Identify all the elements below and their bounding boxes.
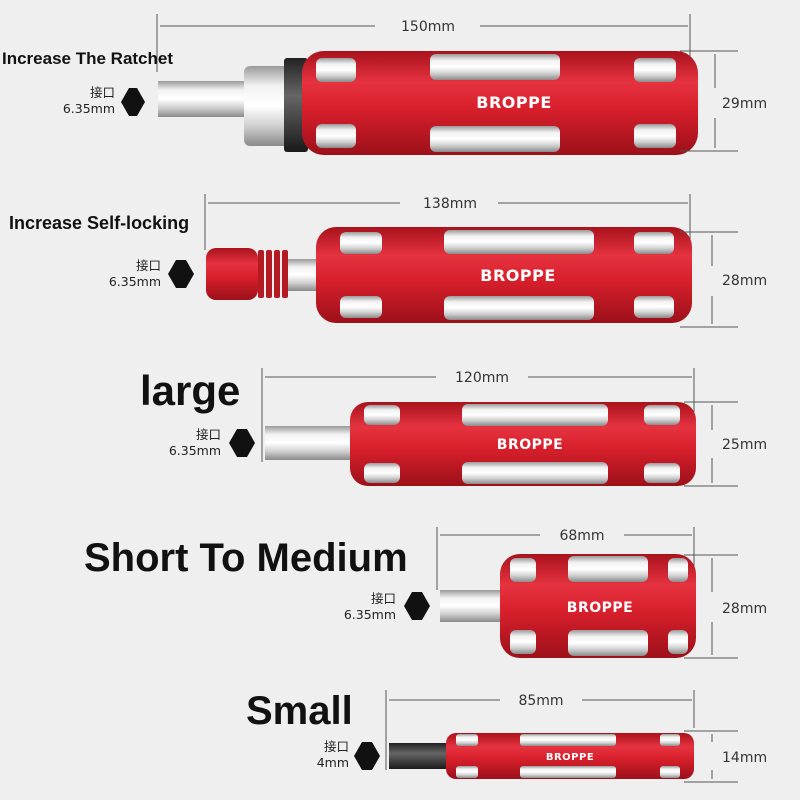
- tool-ratchet: 150mm Increase The Ratchet BROPPE 接口 6.3…: [2, 14, 767, 155]
- diameter-label: 14mm: [722, 750, 767, 766]
- hexagon-icon: [404, 592, 430, 620]
- diameter-dimension: [680, 231, 738, 328]
- interface-size: 4mm: [317, 755, 349, 770]
- length-dimension: [385, 690, 695, 770]
- interface-label: 接口: [90, 85, 115, 100]
- diameter-label: 28mm: [722, 273, 767, 289]
- diameter-label: 29mm: [722, 96, 767, 112]
- ratchet-collar: [244, 66, 290, 146]
- brand-logo: BROPPE: [567, 600, 633, 616]
- bit-shaft: [389, 743, 451, 769]
- brand-logo: BROPPE: [546, 752, 594, 763]
- interface-size: 6.35mm: [169, 443, 221, 458]
- length-dimension: [261, 368, 695, 462]
- tool-heading: Increase Self-locking: [9, 213, 189, 233]
- tool-heading: Increase The Ratchet: [2, 49, 173, 68]
- length-label: 120mm: [455, 370, 509, 386]
- handle: [302, 51, 698, 155]
- length-label: 150mm: [401, 19, 455, 35]
- diameter-dimension: [680, 50, 738, 152]
- interface-size: 6.35mm: [63, 101, 115, 116]
- locking-sleeve: [206, 248, 258, 300]
- bit-shaft: [288, 259, 320, 291]
- grip-rings: [258, 250, 288, 298]
- tool-heading: Short To Medium: [84, 536, 408, 580]
- interface-label: 接口: [324, 739, 349, 754]
- tool-self-locking: 138mm Increase Self-locking BROPPE 接口 6.…: [9, 194, 767, 328]
- hexagon-icon: [121, 88, 145, 116]
- interface-size: 6.35mm: [109, 274, 161, 289]
- tool-small: 85mm Small BROPPE 接口 4mm 14mm: [246, 689, 767, 783]
- interface-size: 6.35mm: [344, 607, 396, 622]
- handle: [500, 554, 696, 658]
- bit-shaft: [440, 590, 506, 622]
- length-label: 138mm: [423, 196, 477, 212]
- brand-logo: BROPPE: [480, 266, 556, 285]
- hexagon-icon: [229, 429, 255, 457]
- interface-label: 接口: [196, 427, 221, 442]
- diameter-label: 25mm: [722, 437, 767, 453]
- diameter-dimension: [684, 730, 738, 783]
- length-label: 85mm: [518, 693, 563, 709]
- hexagon-icon: [168, 260, 194, 288]
- diameter-dimension: [684, 401, 738, 487]
- diameter-label: 28mm: [722, 601, 767, 617]
- bit-shaft: [158, 81, 250, 117]
- interface-label: 接口: [371, 591, 396, 606]
- brand-logo: BROPPE: [476, 93, 552, 112]
- bit-shaft: [265, 426, 355, 460]
- diameter-dimension: [684, 554, 738, 659]
- interface-label: 接口: [136, 258, 161, 273]
- tool-large: 120mm large BROPPE 接口 6.35mm 25mm: [140, 367, 767, 487]
- length-label: 68mm: [559, 528, 604, 544]
- handle: [446, 733, 694, 779]
- tool-heading: Small: [246, 689, 353, 733]
- tool-heading: large: [140, 367, 240, 414]
- tool-short-to-medium: 68mm Short To Medium BROPPE 接口 6.35mm 28…: [84, 527, 767, 659]
- hexagon-icon: [354, 742, 380, 770]
- handle: [350, 402, 696, 486]
- brand-logo: BROPPE: [497, 437, 563, 453]
- handle: [316, 227, 692, 323]
- length-dimension: [436, 527, 695, 590]
